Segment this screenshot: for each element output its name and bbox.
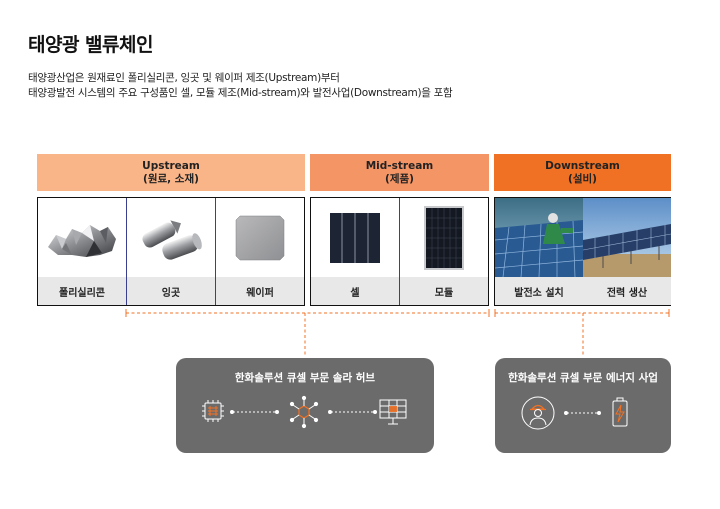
stage-header-downstream: Downstream (설비) — [494, 154, 671, 191]
connector-dot — [597, 411, 601, 415]
wafer-image — [216, 198, 304, 277]
page-title: 태양광 밸류체인 — [28, 34, 153, 56]
stage-sub-midstream: (제품) — [385, 172, 414, 185]
connector-dot — [328, 410, 332, 414]
product-label: 폴리실리콘 — [38, 277, 126, 305]
division-box-solar-hub: 한화솔루션 큐셀 부문 솔라 허브 — [176, 358, 434, 453]
description-line-2: 태양광발전 시스템의 주요 구성품인 셀, 모듈 제조(Mid-stream)와… — [28, 87, 453, 99]
division-title-energy-business: 한화솔루션 큐셀 부문 에너지 사업 — [508, 372, 658, 384]
product-cell: 셀 — [311, 198, 400, 305]
product-ingot: 잉곳 — [127, 198, 216, 305]
solar-module-image — [400, 198, 488, 277]
ingot-image — [127, 198, 215, 277]
description-line-1: 태양광산업은 원재료인 폴리실리콘, 잉곳 및 웨이퍼 제조(Upstream)… — [28, 72, 340, 84]
energy-business-flow — [521, 396, 628, 430]
connector-dot — [275, 410, 279, 414]
product-label: 모듈 — [400, 277, 488, 305]
product-polysilicon: 폴리실리콘 — [38, 198, 127, 305]
product-label: 셀 — [311, 277, 399, 305]
stage-name-upstream: Upstream — [142, 159, 200, 172]
stage-sub-downstream: (설비) — [568, 172, 597, 185]
stage-header-upstream: Upstream (원료, 소재) — [37, 154, 305, 191]
chip-icon — [202, 400, 224, 422]
panel-midstream: 셀 모듈 — [310, 197, 489, 306]
stage-name-downstream: Downstream — [545, 159, 620, 172]
product-power-generation: 전력 생산 — [583, 198, 671, 305]
panel-upstream: 폴리실리콘 잉곳 — [37, 197, 305, 306]
stage-header-midstream: Mid-stream (제품) — [310, 154, 489, 191]
product-wafer: 웨이퍼 — [216, 198, 304, 305]
division-box-energy-business: 한화솔루션 큐셀 부문 에너지 사업 — [495, 358, 671, 453]
stage-sub-upstream: (원료, 소재) — [143, 172, 199, 185]
worker-icon — [521, 396, 555, 430]
connector-dot — [373, 410, 377, 414]
product-label: 전력 생산 — [583, 277, 671, 305]
solar-panel-icon — [379, 399, 407, 425]
polysilicon-image — [38, 198, 126, 277]
connector-dot — [230, 410, 234, 414]
product-module: 모듈 — [400, 198, 488, 305]
plant-install-photo — [495, 198, 583, 277]
product-label: 발전소 설치 — [495, 277, 583, 305]
product-label: 잉곳 — [127, 277, 215, 305]
connector-dot — [564, 411, 568, 415]
product-plant-install: 발전소 설치 — [495, 198, 583, 305]
stage-name-midstream: Mid-stream — [365, 159, 434, 172]
division-title-solar-hub: 한화솔루션 큐셀 부문 솔라 허브 — [234, 372, 376, 384]
battery-icon — [612, 397, 628, 427]
page-description: 태양광산업은 원재료인 폴리실리콘, 잉곳 및 웨이퍼 제조(Upstream)… — [28, 71, 453, 101]
panel-downstream: 발전소 설치 — [494, 197, 671, 306]
network-hub-icon — [289, 395, 319, 429]
solar-hub-flow — [202, 395, 407, 429]
product-label: 웨이퍼 — [216, 277, 304, 305]
power-generation-photo — [583, 198, 671, 277]
solar-cell-image — [311, 198, 399, 277]
